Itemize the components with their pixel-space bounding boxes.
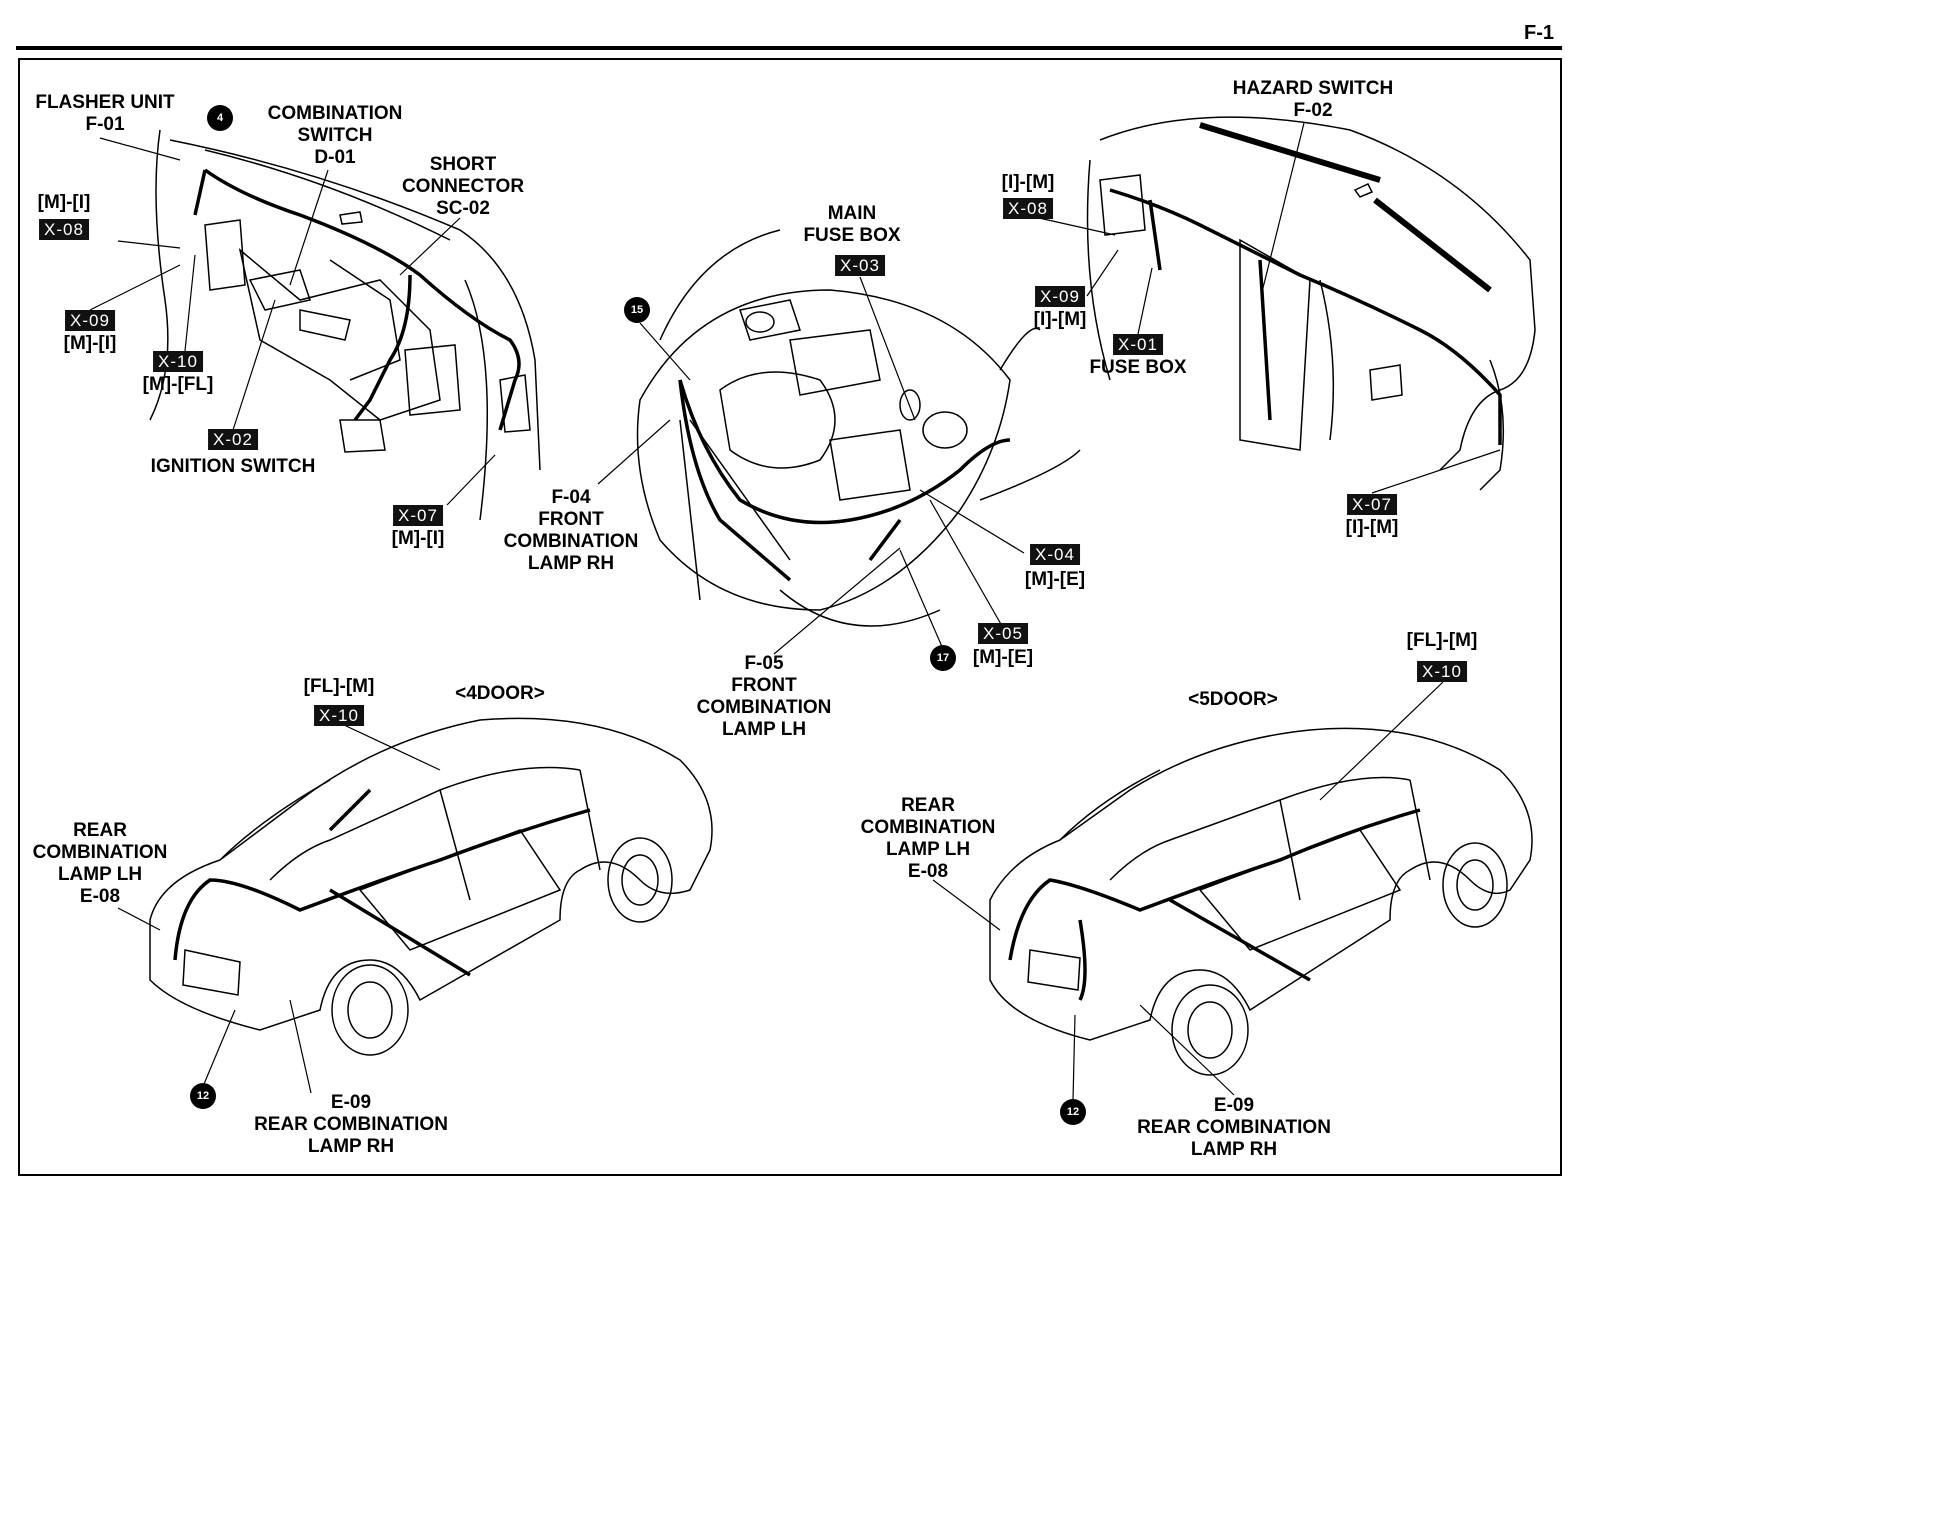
x10-5door-connector: X-10 (1417, 661, 1467, 682)
front-lamp-rh-name-2: COMBINATION (503, 531, 639, 552)
x08-left-connector: X-08 (39, 219, 89, 240)
x10-4door-code: [FL]-[M] (303, 676, 375, 697)
ground-point-12-5door: 12 (1060, 1099, 1086, 1125)
x09-right-code: [I]-[M] (1033, 309, 1087, 330)
x04-code: [M]-[E] (1024, 569, 1086, 590)
front-lamp-lh-name-3: LAMP LH (721, 719, 807, 740)
front-lamp-rh-label: F-04 FRONT COMBINATION LAMP RH (504, 487, 639, 575)
x09-left-code: [M]-[I] (63, 333, 117, 354)
short-connector-name-1: SHORT (429, 154, 497, 175)
dashboard-right-harness (1109, 188, 1502, 445)
rear-lamp-rh-4door-label: E-09 REAR COMBINATION LAMP RH (254, 1092, 448, 1158)
rear-lamp-lh-5door-label: REAR COMBINATION LAMP LH E-08 (861, 795, 996, 883)
x08-right-code: [I]-[M] (1001, 172, 1055, 193)
diagram-frame (18, 58, 1562, 1176)
ground-point-4: 4 (207, 105, 233, 131)
x05-connector: X-05 (978, 623, 1028, 644)
rear-lamp-rh-5door-name-2: LAMP RH (1190, 1139, 1278, 1160)
rear-lamp-lh-4door-name-2: COMBINATION (32, 842, 168, 863)
rear-lamp-rh-4door-code: E-09 (330, 1092, 372, 1113)
wiring-illustration (89, 116, 1536, 1101)
rear-lamp-lh-5door-code: E-08 (907, 861, 949, 882)
engine-bay-drawing (636, 229, 1081, 627)
sedan-4door-drawing (149, 717, 713, 1056)
ground-point-15: 15 (624, 297, 650, 323)
front-lamp-rh-code: F-04 (551, 487, 591, 508)
ground-point-17: 17 (930, 645, 956, 671)
combination-switch-name-2: SWITCH (297, 125, 373, 146)
x04-connector: X-04 (1030, 544, 1080, 565)
sedan-4door-harness (173, 788, 591, 977)
four-door-title: <4DOOR> (455, 683, 545, 704)
rear-lamp-lh-4door-name-1: REAR (73, 820, 127, 841)
rear-lamp-lh-4door-label: REAR COMBINATION LAMP LH E-08 (33, 820, 168, 908)
rear-lamp-lh-5door-name-2: COMBINATION (860, 817, 996, 838)
hatch-5door-harness (1008, 808, 1421, 1001)
x07-left-code: [M]-[I] (391, 528, 445, 549)
rear-lamp-rh-4door-name-1: REAR COMBINATION (254, 1114, 448, 1135)
rear-lamp-rh-5door-label: E-09 REAR COMBINATION LAMP RH (1137, 1095, 1331, 1161)
hazard-switch-name: HAZARD SWITCH (1232, 78, 1394, 99)
hatch-5door-drawing (989, 727, 1533, 1076)
page-id: F-1 (1524, 22, 1554, 44)
rear-lamp-rh-5door-name-1: REAR COMBINATION (1137, 1117, 1331, 1138)
dashboard-left-harness (193, 168, 521, 431)
x09-right-connector: X-09 (1035, 286, 1085, 307)
front-lamp-lh-name-1: FRONT (731, 675, 797, 696)
flasher-unit-label: FLASHER UNIT F-01 (35, 92, 174, 136)
x10-5door-code: [FL]-[M] (1406, 630, 1478, 651)
hazard-switch-code: F-02 (1293, 100, 1333, 121)
short-connector-name-2: CONNECTOR (401, 176, 525, 197)
front-lamp-rh-name-1: FRONT (538, 509, 604, 530)
x07-left-connector: X-07 (393, 505, 443, 526)
front-lamp-lh-name-2: COMBINATION (696, 697, 832, 718)
x07-right-connector: X-07 (1347, 494, 1397, 515)
x02-connector: X-02 (208, 429, 258, 450)
flasher-unit-name: FLASHER UNIT (35, 92, 175, 113)
ignition-switch-label: IGNITION SWITCH (150, 456, 316, 477)
front-lamp-lh-code: F-05 (744, 653, 784, 674)
x09-left-connector: X-09 (65, 310, 115, 331)
short-connector-label: SHORT CONNECTOR SC-02 (402, 154, 524, 220)
combination-switch-label: COMBINATION SWITCH D-01 (268, 103, 403, 169)
main-fuse-box-label: MAIN FUSE BOX (803, 203, 900, 247)
rear-lamp-rh-5door-code: E-09 (1213, 1095, 1255, 1116)
x01-connector: X-01 (1113, 334, 1163, 355)
main-fuse-box-name-1: MAIN (827, 203, 877, 224)
five-door-title: <5DOOR> (1188, 689, 1278, 710)
rear-lamp-rh-4door-name-2: LAMP RH (307, 1136, 395, 1157)
main-fuse-box-name-2: FUSE BOX (803, 225, 901, 246)
top-rule (16, 46, 1562, 50)
dashboard-right-drawing (1086, 116, 1536, 491)
front-lamp-lh-label: F-05 FRONT COMBINATION LAMP LH (697, 653, 832, 741)
x05-code: [M]-[E] (972, 647, 1034, 668)
hazard-switch-label: HAZARD SWITCH F-02 (1233, 78, 1393, 122)
rear-lamp-lh-4door-name-3: LAMP LH (57, 864, 143, 885)
flasher-unit-code: F-01 (85, 114, 125, 135)
x10-left-connector: X-10 (153, 351, 203, 372)
front-lamp-rh-name-3: LAMP RH (527, 553, 615, 574)
combination-switch-name-1: COMBINATION (267, 103, 403, 124)
x03-connector: X-03 (835, 255, 885, 276)
fuse-box-label: FUSE BOX (1089, 357, 1187, 378)
rear-lamp-lh-4door-code: E-08 (79, 886, 121, 907)
ground-point-12-4door: 12 (190, 1083, 216, 1109)
engine-bay-harness (678, 379, 1011, 582)
x10-left-code: [M]-[FL] (142, 374, 214, 395)
x08-right-connector: X-08 (1003, 198, 1053, 219)
x07-right-code: [I]-[M] (1345, 517, 1399, 538)
combination-switch-code: D-01 (314, 147, 356, 168)
short-connector-code: SC-02 (436, 198, 490, 219)
rear-lamp-lh-5door-name-1: REAR (901, 795, 955, 816)
x10-4door-connector: X-10 (314, 705, 364, 726)
x08-left-code: [M]-[I] (37, 192, 91, 213)
rear-lamp-lh-5door-name-3: LAMP LH (885, 839, 971, 860)
